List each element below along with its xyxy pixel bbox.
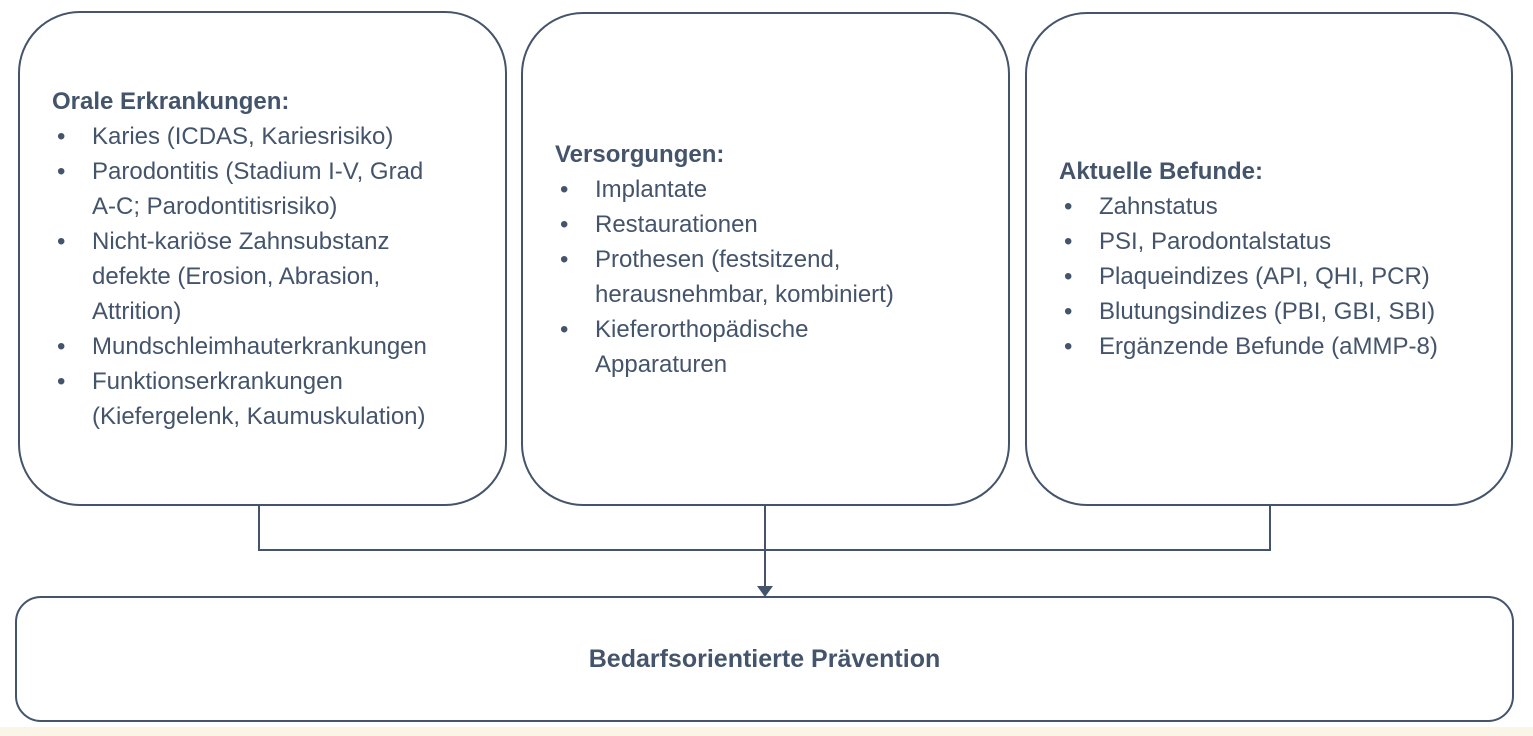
list-item: Mundschleimhauterkrankungen bbox=[52, 329, 487, 364]
connector-stub-middle bbox=[764, 506, 766, 588]
result-label: Bedarfsorientierte Prävention bbox=[588, 644, 941, 673]
box-orale-erkrankungen: Orale Erkrankungen: Karies (ICDAS, Karie… bbox=[18, 11, 507, 506]
list-item: Parodontitis (Stadium I-V, Grad A-C; Par… bbox=[52, 154, 487, 224]
list-item: Blutungsindizes (PBI, GBI, SBI) bbox=[1059, 294, 1493, 329]
list-item: Funktionserkrankungen (Kiefergelenk, Kau… bbox=[52, 364, 487, 434]
connector-horizontal-line bbox=[258, 549, 1271, 551]
bullet-list: Implantate Restaurationen Prothesen (fes… bbox=[555, 172, 990, 382]
bullet-list: Zahnstatus PSI, Parodontalstatus Plaquei… bbox=[1059, 189, 1493, 364]
list-item: Nicht-kariöse Zahnsubstanz defekte (Eros… bbox=[52, 224, 487, 329]
bullet-list: Karies (ICDAS, Kariesrisiko) Parodontiti… bbox=[52, 119, 487, 434]
connector-stub-left bbox=[258, 506, 260, 551]
list-item: Restaurationen bbox=[555, 207, 990, 242]
list-item: Ergänzende Befunde (aMMP-8) bbox=[1059, 329, 1493, 364]
list-item: Zahnstatus bbox=[1059, 189, 1493, 224]
box-title: Orale Erkrankungen: bbox=[52, 87, 290, 115]
box-bedarfsorientierte-praevention: Bedarfsorientierte Prävention bbox=[15, 596, 1514, 722]
box-aktuelle-befunde: Aktuelle Befunde: Zahnstatus PSI, Parodo… bbox=[1025, 12, 1513, 506]
connector-stub-right bbox=[1269, 506, 1271, 551]
list-item: Prothesen (festsitzend, herausnehmbar, k… bbox=[555, 242, 990, 312]
list-item: Implantate bbox=[555, 172, 990, 207]
list-item: Plaqueindizes (API, QHI, PCR) bbox=[1059, 259, 1493, 294]
bottom-edge-strip bbox=[0, 727, 1533, 736]
box-title: Aktuelle Befunde: bbox=[1059, 158, 1264, 185]
list-item: PSI, Parodontalstatus bbox=[1059, 224, 1493, 259]
list-item: Karies (ICDAS, Kariesrisiko) bbox=[52, 119, 487, 154]
box-versorgungen: Versorgungen: Implantate Restaurationen … bbox=[521, 12, 1010, 506]
arrow-down-icon bbox=[757, 586, 773, 597]
list-item: Kieferorthopädische Apparaturen bbox=[555, 312, 990, 382]
box-title: Versorgungen: bbox=[555, 140, 725, 168]
